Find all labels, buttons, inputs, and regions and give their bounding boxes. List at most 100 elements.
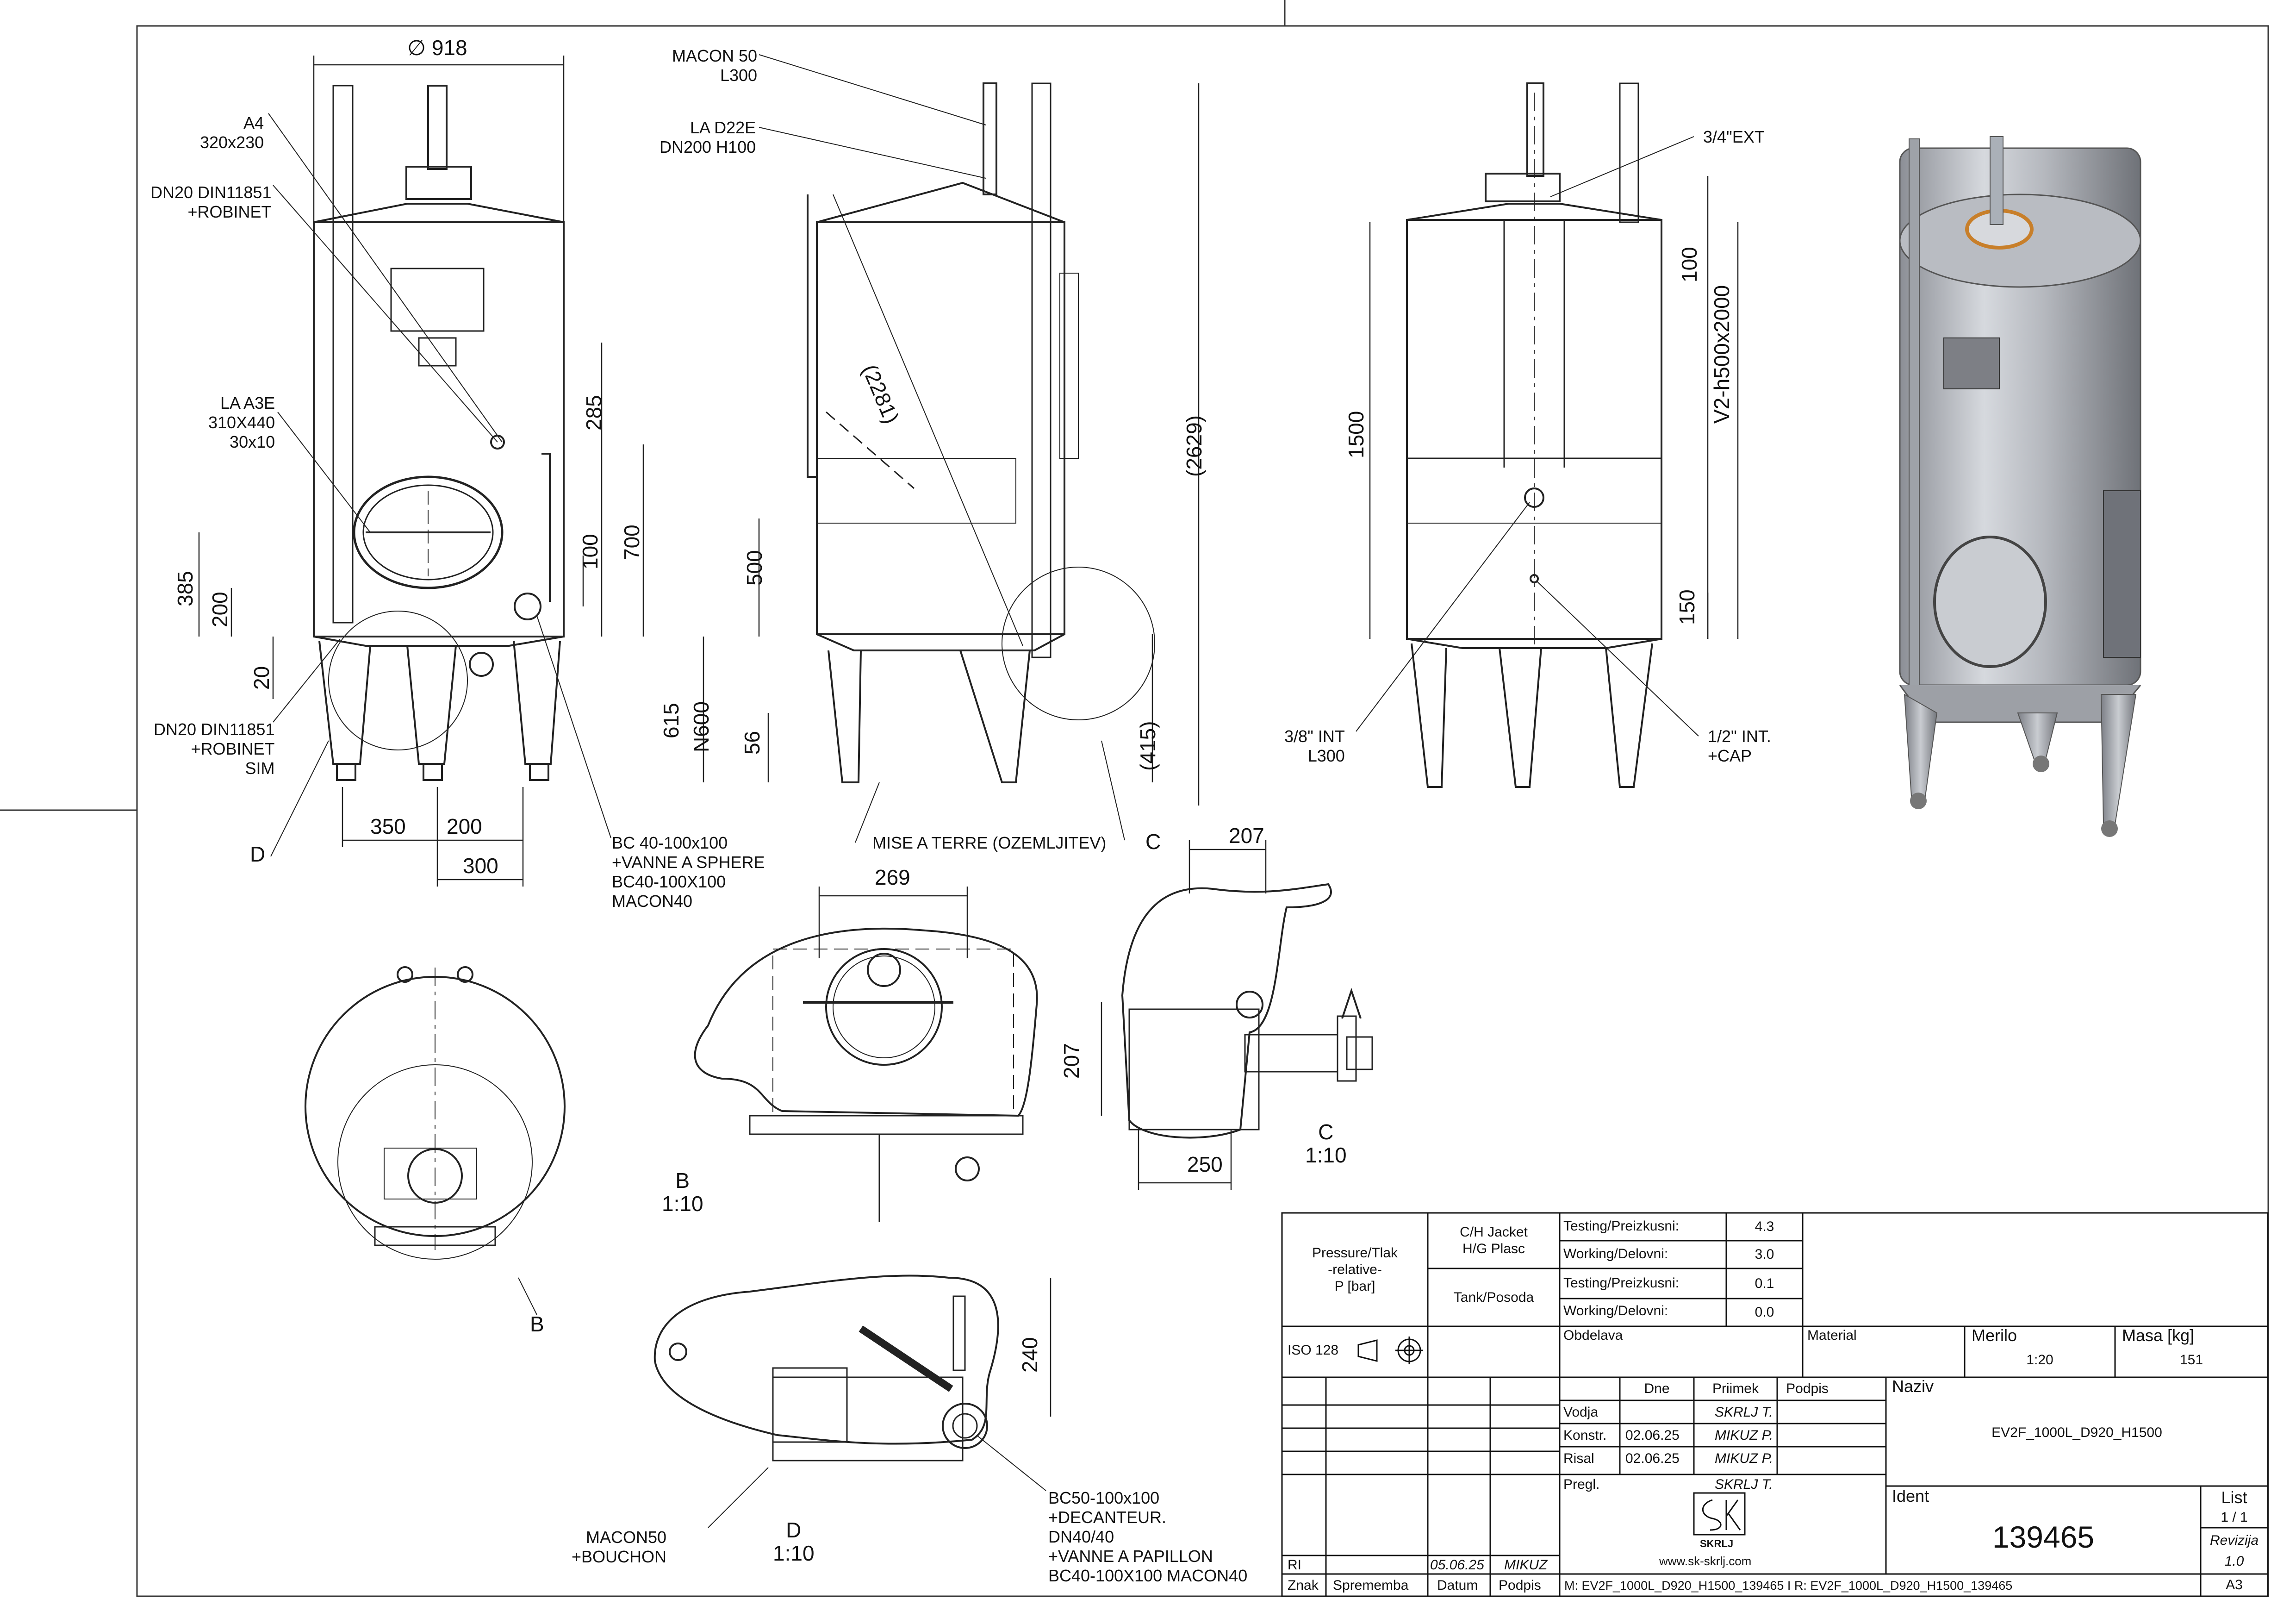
tb-tank: Tank/Posoda: [1453, 1289, 1534, 1305]
detail-b: [694, 887, 1102, 1222]
skrlj-logo: [1693, 1492, 1746, 1536]
label-la-a3e: LA A3E 310X440 30x10: [208, 394, 275, 451]
tb-value-working-2: 0.0: [1755, 1305, 1774, 1320]
dim-250: 250: [1187, 1152, 1223, 1176]
projection-symbol-icon: [1357, 1337, 1423, 1364]
dim-1500: 1500: [1344, 411, 1368, 458]
tb-testing-2: Testing/Preizkusni:: [1563, 1275, 1680, 1291]
tb-risal-name: MIKUZ P.: [1715, 1451, 1773, 1466]
tb-value-testing-2: 0.1: [1755, 1275, 1774, 1291]
dim-269: 269: [875, 865, 910, 889]
label-bc40: BC 40-100x100 +VANNE A SPHERE BC40-100X1…: [612, 833, 765, 911]
label-dn20-top: DN20 DIN11851 +ROBINET: [150, 183, 272, 221]
label-view-c: C 1:10: [1305, 1120, 1347, 1167]
dim-615: 615: [659, 703, 683, 738]
label-macon50: MACON 50 L300: [672, 46, 758, 85]
tb-website: www.sk-skrlj.com: [1659, 1554, 1752, 1568]
detail-d: [653, 1274, 1052, 1528]
tb-ri: RI: [1288, 1557, 1301, 1573]
dim-385: 385: [173, 571, 197, 606]
back-view: [1356, 82, 1739, 788]
tb-pregl-name: SKRLJ T.: [1715, 1477, 1773, 1492]
tank-3d-render: [1899, 136, 2141, 837]
tb-logo-text: SKRLJ: [1700, 1538, 1734, 1549]
tb-naziv: Naziv: [1892, 1377, 1934, 1396]
label-la-d22e: LA D22E DN200 H100: [660, 118, 756, 156]
tb-vodja-name: SKRLJ T.: [1715, 1405, 1773, 1420]
dim-207-b: 207: [1059, 1043, 1083, 1079]
dim-diameter-918: ∅ 918: [407, 36, 467, 60]
tb-podpis: Podpis: [1786, 1381, 1829, 1396]
dim-100-back: 100: [1677, 247, 1701, 282]
title-block: [1281, 1212, 2269, 1597]
tb-obdelava: Obdelava: [1563, 1328, 1623, 1343]
dim-200-bottom: 200: [447, 814, 482, 838]
dim-2629: (2629): [1182, 415, 1206, 477]
tb-revizija-value: 1.0: [2224, 1553, 2244, 1569]
dim-v2-h500x2000: V2-h500x2000: [1710, 285, 1734, 424]
label-detail-c-ref: C: [1145, 830, 1161, 854]
label-dn20-bottom: DN20 DIN11851 +ROBINET SIM: [154, 720, 275, 778]
tb-masa: Masa [kg]: [2122, 1326, 2195, 1345]
tb-znak: Znak: [1288, 1578, 1319, 1593]
dim-n600: N600: [689, 701, 713, 752]
top-view: [305, 966, 566, 1315]
sheet-frame: [0, 0, 2269, 1597]
tb-revizija: Revizija: [2209, 1532, 2259, 1548]
dim-300: 300: [463, 854, 498, 878]
tb-list-value: 1 / 1: [2221, 1509, 2248, 1525]
dim-200-front: 200: [208, 592, 232, 627]
tb-pregl: Pregl.: [1563, 1477, 1600, 1492]
tb-format: A3: [2226, 1577, 2243, 1593]
dim-240: 240: [1018, 1337, 1042, 1373]
tb-value-testing-1: 4.3: [1755, 1219, 1774, 1234]
dim-415: (415): [1136, 721, 1160, 771]
tb-risal-date: 02.06.25: [1625, 1451, 1680, 1466]
tb-file-names: M: EV2F_1000L_D920_H1500_139465 I R: EV2…: [1564, 1579, 2013, 1593]
label-34-ext: 3/4"EXT: [1703, 127, 1765, 146]
tb-working-2: Working/Delovni:: [1563, 1303, 1668, 1318]
tb-jacket: C/H Jacket H/G Plasc: [1460, 1224, 1528, 1256]
tb-masa-value: 151: [2179, 1352, 2203, 1368]
tb-ident-value: 139465: [1992, 1520, 2095, 1554]
tb-list: List: [2221, 1487, 2247, 1507]
tb-podpis-2: Podpis: [1499, 1578, 1541, 1593]
label-38-int: 3/8" INT L300: [1284, 727, 1345, 765]
tb-sprememba: Sprememba: [1333, 1578, 1409, 1593]
label-detail-b-ref: B: [530, 1312, 544, 1336]
dim-285: 285: [582, 395, 606, 431]
tb-pressure: Pressure/Tlak -relative- P [bar]: [1312, 1245, 1398, 1294]
tb-vodja: Vodja: [1563, 1405, 1599, 1420]
label-bc50: BC50-100x100 +DECANTEUR. DN40/40 +VANNE …: [1048, 1488, 1248, 1585]
tb-datum: Datum: [1437, 1578, 1478, 1593]
dim-150: 150: [1675, 589, 1699, 625]
label-mise-a-terre: MISE A TERRE (OZEMLJITEV): [872, 833, 1107, 852]
tb-risal: Risal: [1563, 1451, 1594, 1466]
tb-merilo-value: 1:20: [2026, 1352, 2053, 1368]
dim-700: 700: [620, 525, 644, 560]
tb-rev-by: MIKUZ: [1504, 1557, 1548, 1573]
label-view-d: D 1:10: [773, 1518, 815, 1565]
tb-value-working-1: 3.0: [1755, 1247, 1774, 1262]
tb-ident: Ident: [1892, 1487, 1929, 1505]
tb-material: Material: [1807, 1328, 1857, 1343]
tb-konstr-name: MIKUZ P.: [1715, 1428, 1773, 1443]
tb-iso: ISO 128: [1288, 1343, 1339, 1358]
label-a4: A4 320x230: [200, 113, 264, 152]
tb-testing-1: Testing/Preizkusni:: [1563, 1218, 1680, 1234]
front-view: [198, 56, 644, 887]
tb-konstr: Konstr.: [1563, 1428, 1607, 1443]
dim-207-c: 207: [1229, 824, 1264, 848]
tb-working-1: Working/Delovni:: [1563, 1246, 1668, 1262]
dim-20: 20: [249, 666, 274, 690]
tb-dne: Dne: [1644, 1381, 1670, 1396]
tb-naziv-value: EV2F_1000L_D920_H1500: [1991, 1425, 2162, 1440]
tb-rev-date: 05.06.25: [1430, 1557, 1484, 1573]
dim-350: 350: [370, 814, 406, 838]
dim-100-front: 100: [578, 534, 602, 569]
tb-konstr-date: 02.06.25: [1625, 1428, 1680, 1443]
dim-500: 500: [742, 550, 766, 586]
label-12-int: 1/2" INT. +CAP: [1708, 727, 1771, 765]
label-view-b: B 1:10: [662, 1168, 703, 1216]
